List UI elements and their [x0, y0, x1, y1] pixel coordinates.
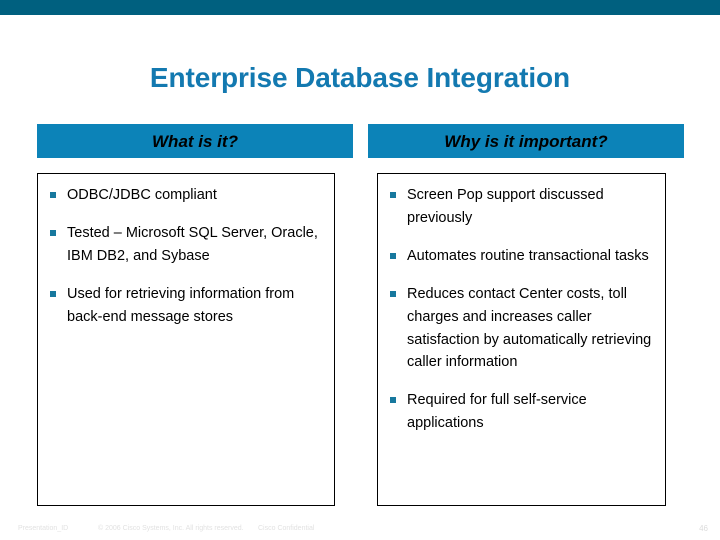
- column-body-why-is-it-important: Screen Pop support discussed previously …: [377, 173, 666, 506]
- column-header-why-is-it-important: Why is it important?: [368, 124, 684, 158]
- bullet-list-why-is-it-important: Screen Pop support discussed previously …: [386, 184, 657, 435]
- list-item: Screen Pop support discussed previously: [386, 184, 657, 230]
- column-what-is-it: What is it? ODBC/JDBC compliant Tested –…: [37, 124, 353, 506]
- page-title: Enterprise Database Integration: [149, 62, 571, 93]
- list-item-text: Reduces contact Center costs, toll charg…: [407, 285, 652, 371]
- list-item-text: Required for full self-service applicati…: [407, 392, 587, 432]
- square-bullet-icon: [390, 192, 396, 198]
- list-item-text: ODBC/JDBC compliant: [67, 187, 217, 203]
- list-item-text: Automates routine transactional tasks: [407, 247, 649, 264]
- footer-presentation-id: Presentation_ID: [18, 525, 69, 532]
- list-item-text: Tested – Microsoft SQL Server, Oracle, I…: [67, 224, 318, 264]
- square-bullet-icon: [50, 192, 56, 198]
- footer-page-number: 46: [699, 524, 708, 533]
- top-accent-band: [0, 0, 720, 15]
- square-bullet-icon: [390, 397, 396, 404]
- list-item-text: Screen Pop support discussed previously: [407, 187, 604, 226]
- list-item: Reduces contact Center costs, toll charg…: [386, 283, 657, 375]
- column-body-what-is-it: ODBC/JDBC compliant Tested – Microsoft S…: [37, 173, 335, 506]
- list-item: Used for retrieving information from bac…: [46, 283, 326, 329]
- square-bullet-icon: [50, 229, 56, 236]
- square-bullet-icon: [390, 252, 396, 259]
- bullet-list-what-is-it: ODBC/JDBC compliant Tested – Microsoft S…: [46, 184, 326, 329]
- footer-confidentiality: Cisco Confidential: [258, 525, 315, 532]
- list-item: ODBC/JDBC compliant: [46, 184, 326, 207]
- column-header-what-is-it: What is it?: [37, 124, 353, 158]
- footer-copyright: © 2006 Cisco Systems, Inc. All rights re…: [98, 525, 244, 532]
- list-item: Required for full self-service applicati…: [386, 389, 657, 435]
- list-item: Tested – Microsoft SQL Server, Oracle, I…: [46, 222, 326, 268]
- list-item: Automates routine transactional tasks: [386, 245, 657, 268]
- square-bullet-icon: [50, 290, 56, 297]
- list-item-text: Used for retrieving information from bac…: [67, 285, 295, 325]
- column-why-is-it-important: Why is it important? Screen Pop support …: [368, 124, 684, 506]
- square-bullet-icon: [390, 290, 396, 297]
- slide-footer: Presentation_ID © 2006 Cisco Systems, In…: [0, 518, 720, 540]
